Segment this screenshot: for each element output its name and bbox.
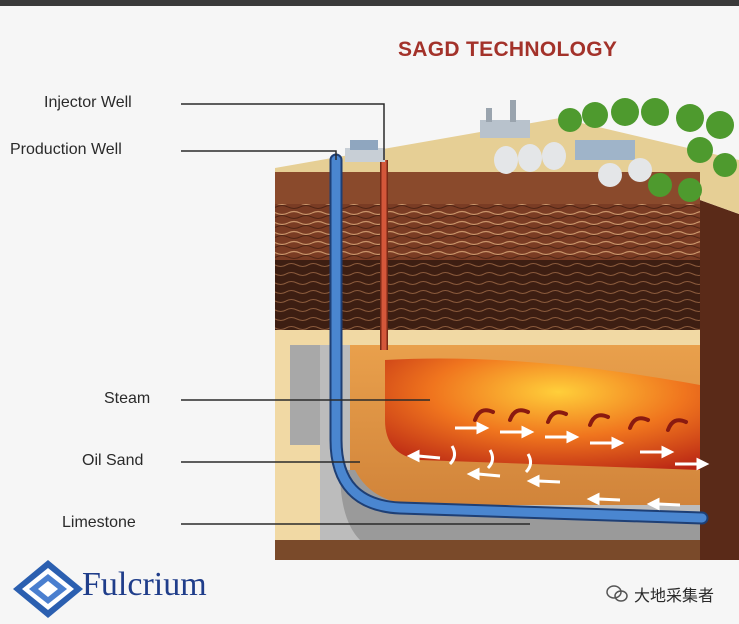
production-pipe: [331, 155, 707, 523]
trees: [558, 98, 737, 202]
steam-swirl-arrows: [473, 408, 688, 432]
label-production-well: Production Well: [10, 141, 122, 158]
overburden-strata: [275, 260, 700, 330]
watermark: 大地采集者: [606, 582, 714, 606]
upper-strata: [275, 204, 700, 260]
cavity-wall: [290, 345, 320, 445]
watermark-text: 大地采集者: [634, 588, 715, 605]
leader-lines: [181, 103, 530, 525]
fulcrium-logo-mark: [13, 560, 83, 618]
diagram-title: SAGD TECHNOLOGY: [398, 38, 618, 61]
block-side-face: [700, 200, 739, 560]
wechat-icon: [606, 585, 628, 602]
soil-layer: [275, 172, 700, 204]
label-oil-sand: Oil Sand: [82, 452, 144, 469]
fulcrium-logo-text: Fulcrium: [82, 566, 207, 603]
top-border: [0, 0, 739, 6]
label-injector-well: Injector Well: [44, 94, 132, 111]
limestone-zone: [340, 470, 700, 540]
label-limestone: Limestone: [62, 514, 136, 531]
label-steam: Steam: [104, 390, 151, 407]
surface-facility: [345, 100, 652, 187]
flow-arrows: [406, 421, 710, 511]
limestone-base-layer: [275, 540, 700, 560]
